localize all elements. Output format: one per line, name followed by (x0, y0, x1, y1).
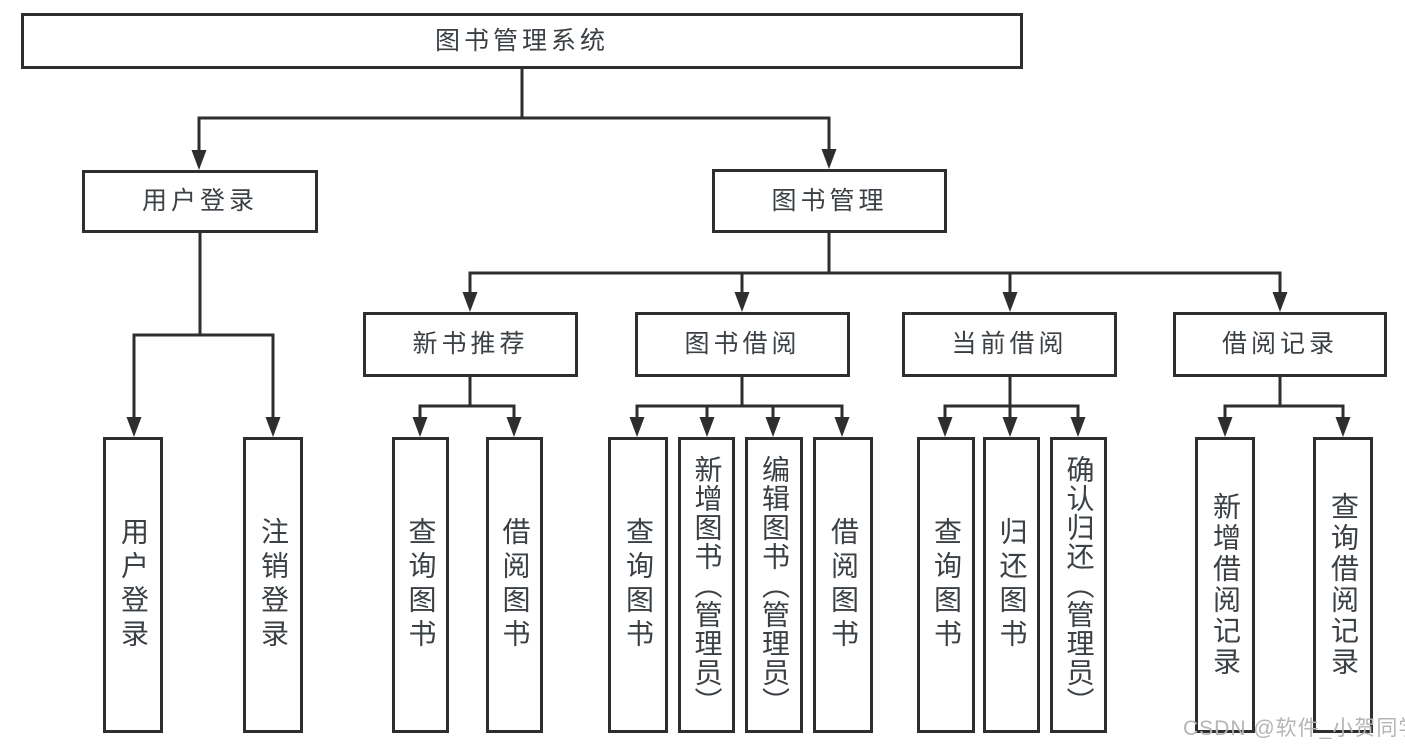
connector-current-borrow (937, 377, 1086, 437)
leaf-add-borrow-record: 新增借阅记录 (1195, 437, 1255, 733)
leaf-edit-books-admin: 编辑图书（管理员） (745, 437, 803, 733)
leaf-borrow-books-2: 借阅图书 (813, 437, 873, 733)
leaf-add-books-admin: 新增图书（管理员） (678, 437, 735, 733)
connector-root (191, 69, 837, 170)
leaf-borrow-books: 借阅图书 (486, 437, 543, 733)
connector-new-book (412, 377, 522, 437)
node-system-root: 图书管理系统 (21, 13, 1023, 69)
connector-borrow-records (1217, 377, 1351, 437)
node-label: 图书管理系统 (434, 26, 609, 55)
node-label: 图书借阅 (684, 330, 801, 358)
node-user-login: 用户登录 (82, 170, 318, 233)
leaf-return-books: 归还图书 (983, 437, 1040, 733)
connector-book-management (462, 233, 1288, 312)
node-label: 当前借阅 (951, 330, 1068, 358)
leaf-user-login: 用户登录 (103, 437, 163, 733)
leaf-query-books-2: 查询图书 (608, 437, 668, 733)
node-label: 用户登录 (141, 187, 258, 215)
connector-user-login (126, 233, 281, 437)
leaf-query-books: 查询图书 (392, 437, 449, 733)
node-book-management: 图书管理 (712, 169, 947, 233)
leaf-query-borrow-record: 查询借阅记录 (1313, 437, 1373, 733)
node-book-borrow: 图书借阅 (635, 312, 850, 377)
csdn-watermark: CSDN @软件_小贺同学 (1183, 717, 1405, 740)
node-label: 新书推荐 (412, 330, 529, 358)
leaf-confirm-return-admin: 确认归还（管理员） (1050, 437, 1107, 733)
connector-book-borrow (629, 377, 850, 437)
node-new-book-recommend: 新书推荐 (363, 312, 578, 377)
node-label: 图书管理 (771, 186, 888, 215)
leaf-query-books-3: 查询图书 (917, 437, 975, 733)
leaf-logout: 注销登录 (243, 437, 303, 733)
node-borrow-records: 借阅记录 (1173, 312, 1387, 377)
node-current-borrow: 当前借阅 (902, 312, 1117, 377)
node-label: 借阅记录 (1221, 330, 1338, 358)
